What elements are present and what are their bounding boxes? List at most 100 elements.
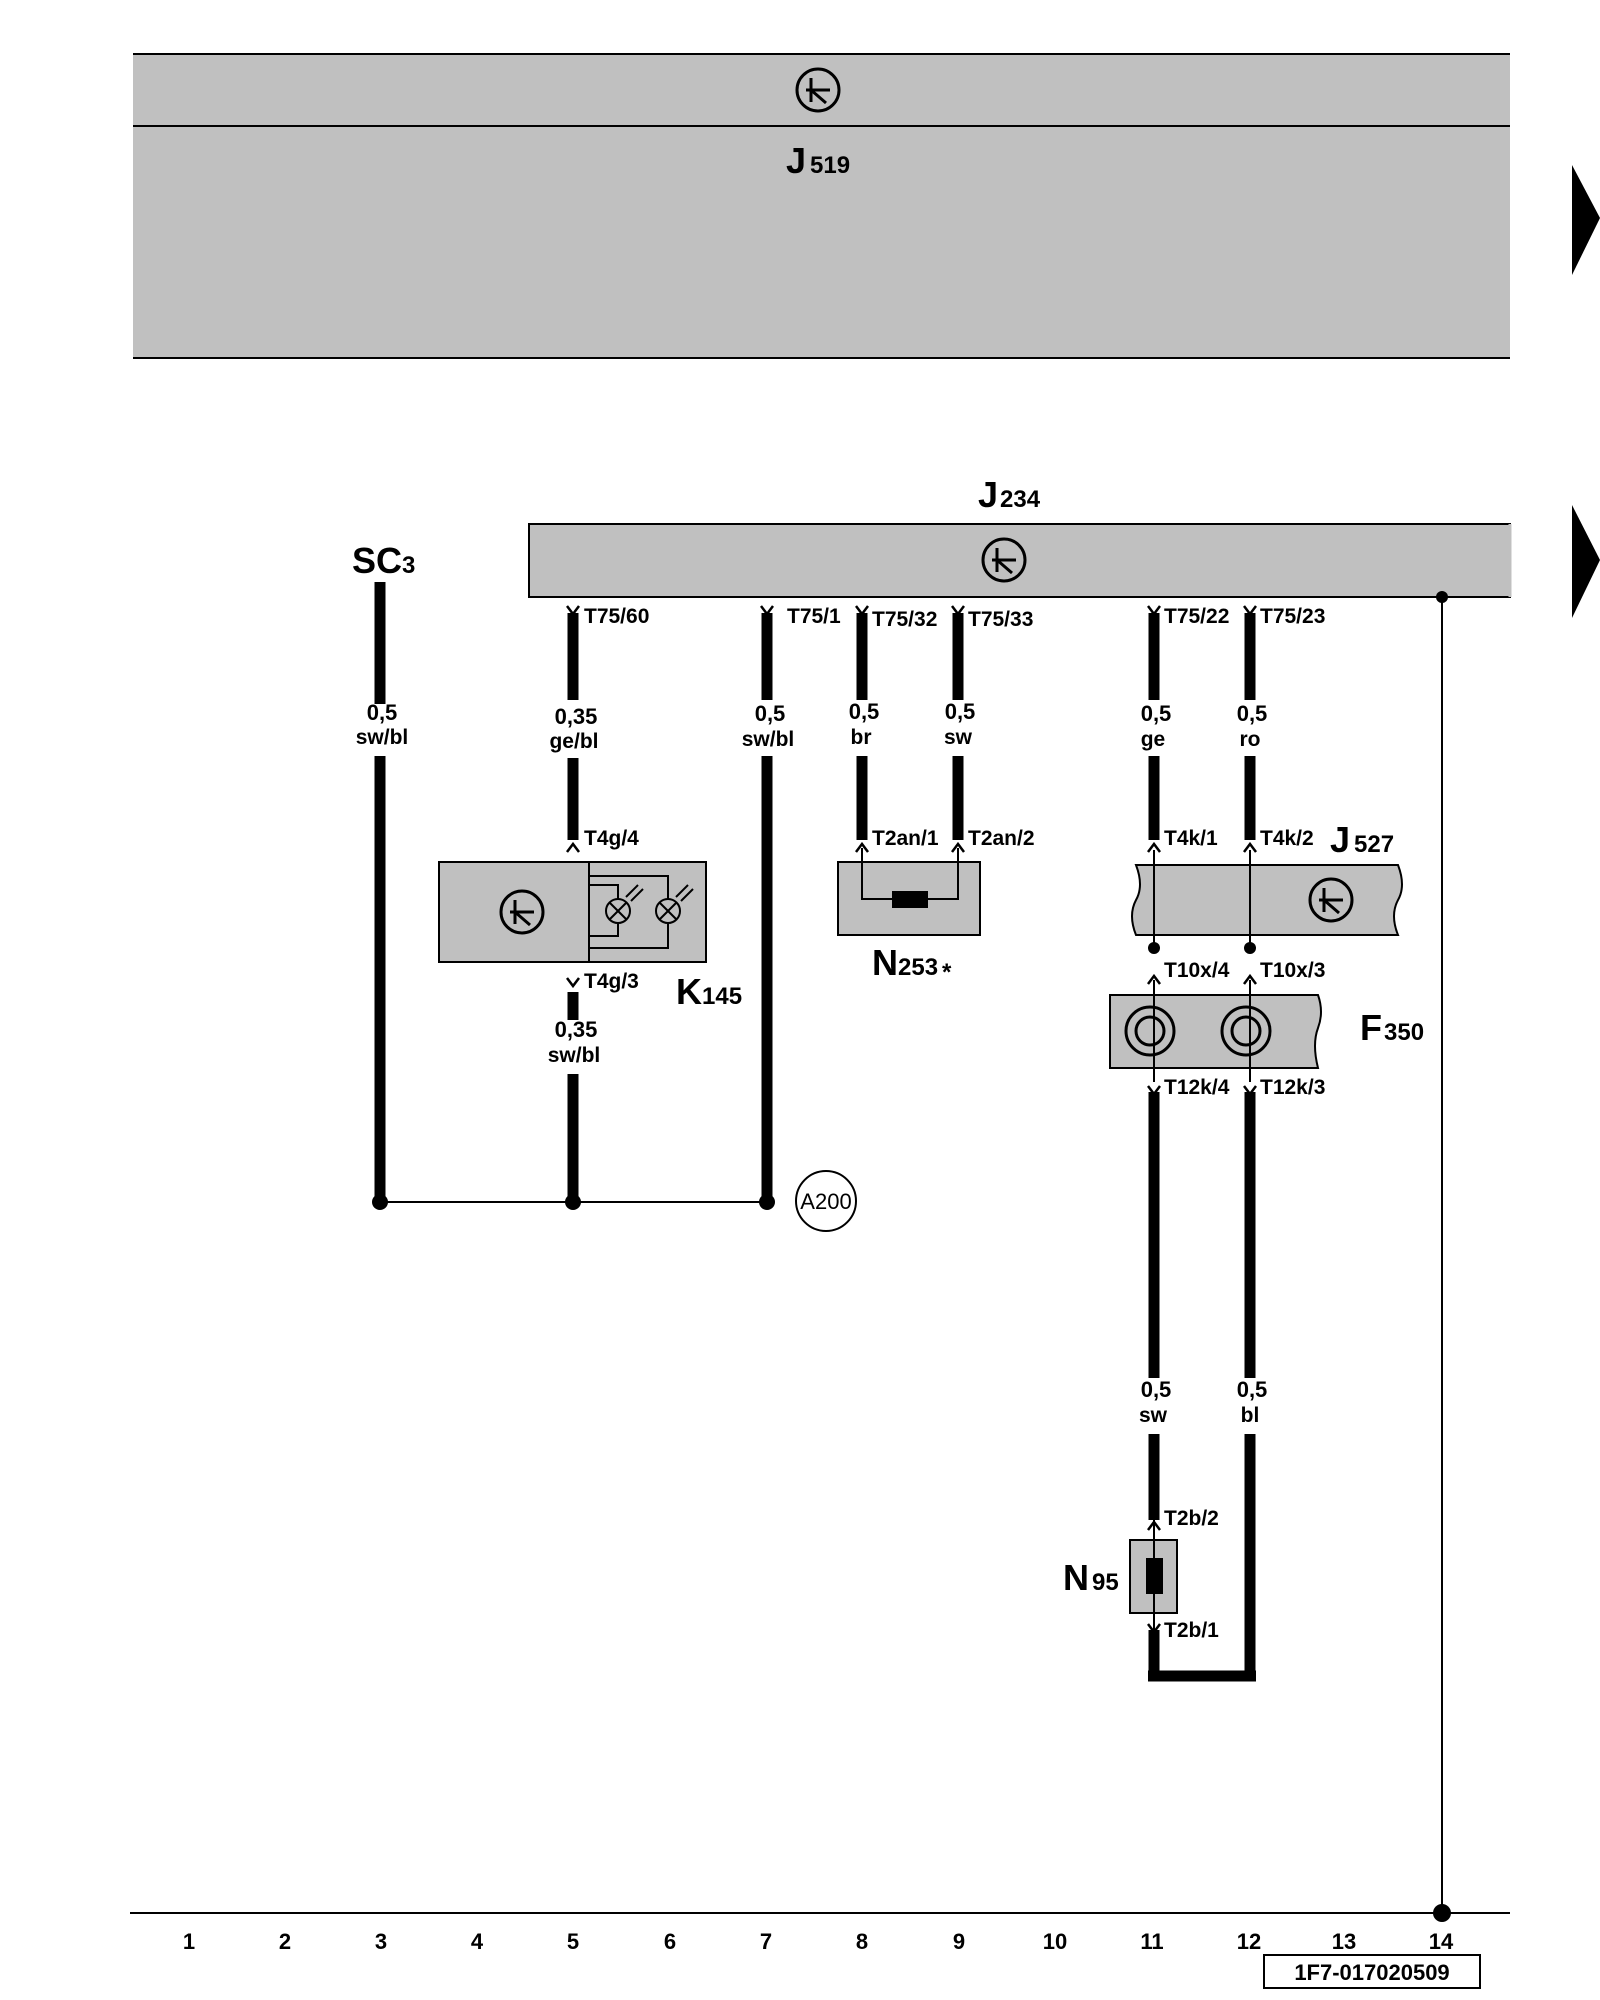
electronic-symbol-icon xyxy=(1308,877,1354,923)
warning-lamp-icon xyxy=(605,884,644,924)
label-j519-number: 519 xyxy=(810,152,850,179)
wire-color: sw/bl xyxy=(548,1044,601,1067)
wire-color: sw xyxy=(1139,1404,1168,1427)
column-number: 13 xyxy=(1332,1929,1356,1954)
label-k145-letter: K xyxy=(676,971,702,1012)
clock-spring-icon xyxy=(1220,1005,1272,1057)
component-n95: N 95 xyxy=(1063,1520,1178,1630)
label-sc3-letter: SC xyxy=(352,540,402,581)
label-j527-number: 527 xyxy=(1354,831,1394,858)
continue-arrow-icon xyxy=(1572,165,1600,275)
pin-t10x-3: T10x/3 xyxy=(1260,959,1325,982)
column-number: 1 xyxy=(183,1929,195,1954)
pin-t10x-4: T10x/4 xyxy=(1164,959,1230,982)
pin-t12k-3: T12k/3 xyxy=(1260,1076,1325,1099)
wire-size: 0,5 xyxy=(1141,1377,1172,1402)
pin-t2b-2: T2b/2 xyxy=(1164,1507,1219,1530)
resistor-icon xyxy=(1146,1558,1163,1594)
pin-t75-23: T75/23 xyxy=(1260,605,1325,628)
label-j519-letter: J xyxy=(786,140,806,181)
column-number: 10 xyxy=(1043,1929,1067,1954)
column-number: 5 xyxy=(567,1929,579,1954)
label-f350-number: 350 xyxy=(1384,1019,1424,1046)
connector-arrows xyxy=(566,605,1257,1635)
warning-lamp-icon xyxy=(655,884,694,924)
component-f350: F 350 xyxy=(1109,980,1424,1082)
wire-size: 0,5 xyxy=(849,699,880,724)
pin-t4k-1: T4k/1 xyxy=(1164,827,1218,850)
label-n95-number: 95 xyxy=(1092,1569,1119,1596)
wire-color: ro xyxy=(1240,728,1261,751)
column-number: 7 xyxy=(760,1929,772,1954)
label-n253-suffix: * xyxy=(942,959,952,986)
wire-size: 0,5 xyxy=(755,701,786,726)
pin-t75-60: T75/60 xyxy=(584,605,649,628)
pin-t4g-4: T4g/4 xyxy=(584,827,639,850)
wire-color: sw/bl xyxy=(356,726,409,749)
wire-size: 0,5 xyxy=(1141,701,1172,726)
pin-t2b-1: T2b/1 xyxy=(1164,1619,1219,1642)
label-j527-letter: J xyxy=(1330,819,1350,860)
electronic-symbol-icon xyxy=(795,67,841,113)
pin-t75-33: T75/33 xyxy=(968,608,1033,631)
pin-t75-32: T75/32 xyxy=(872,608,937,631)
label-n253-letter: N xyxy=(872,942,898,983)
column-number: 4 xyxy=(471,1929,484,1954)
document-id-box: 1F7-017020509 xyxy=(1263,1954,1481,1989)
label-a200: A200 xyxy=(800,1189,851,1214)
wires xyxy=(374,582,1256,1682)
wire-size: 0,5 xyxy=(1237,701,1268,726)
resistor-icon xyxy=(892,891,928,908)
pin-t2an-1: T2an/1 xyxy=(872,827,939,850)
column-number: 2 xyxy=(279,1929,291,1954)
label-sc3-number: 3 xyxy=(402,552,415,579)
wire-size: 0,5 xyxy=(367,700,398,725)
label-j234-letter: J xyxy=(978,474,998,515)
label-k145-number: 145 xyxy=(702,983,742,1010)
label-j234-number: 234 xyxy=(1000,486,1041,513)
ground-lines xyxy=(130,597,1510,1914)
control-unit-j234: J 234 xyxy=(528,474,1512,598)
wire-size: 0,35 xyxy=(555,704,598,729)
pin-t2an-2: T2an/2 xyxy=(968,827,1035,850)
pin-t12k-4: T12k/4 xyxy=(1164,1076,1230,1099)
column-number: 6 xyxy=(664,1929,676,1954)
ground-point-a200: A200 xyxy=(795,1170,857,1232)
column-number: 8 xyxy=(856,1929,868,1954)
wire-color: bl xyxy=(1241,1404,1260,1427)
clock-spring-icon xyxy=(1124,1005,1176,1057)
electronic-symbol-icon xyxy=(499,889,545,935)
column-number: 14 xyxy=(1429,1929,1454,1954)
wire-color: br xyxy=(851,726,872,749)
electronic-symbol-icon xyxy=(981,537,1027,583)
column-number: 9 xyxy=(953,1929,965,1954)
component-j527: J 527 xyxy=(1131,819,1403,954)
pin-t75-1: T75/1 xyxy=(787,605,841,628)
pin-labels: T75/60 T75/1 T75/32 T75/33 T75/22 T75/23… xyxy=(584,605,1325,1642)
column-numbers: 1 2 3 4 5 6 7 8 9 10 11 12 13 14 xyxy=(183,1929,1454,1954)
component-n253: N 253 * xyxy=(837,848,981,986)
component-k145: K 145 xyxy=(438,861,742,1012)
pin-t4k-2: T4k/2 xyxy=(1260,827,1314,850)
wire-size: 0,35 xyxy=(555,1017,598,1042)
wire-color: ge/bl xyxy=(549,730,598,753)
wire-color: ge xyxy=(1141,728,1166,751)
label-n95-letter: N xyxy=(1063,1557,1089,1598)
column-number: 11 xyxy=(1140,1929,1163,1954)
wire-size: 0,5 xyxy=(945,699,976,724)
column-number: 3 xyxy=(375,1929,387,1954)
pin-t4g-3: T4g/3 xyxy=(584,970,639,993)
wire-color: sw xyxy=(944,726,973,749)
wire-color: sw/bl xyxy=(742,728,795,751)
junction-dots xyxy=(372,591,1451,1922)
control-unit-j519: J 519 xyxy=(133,53,1510,359)
wire-size: 0,5 xyxy=(1237,1377,1268,1402)
continue-arrow-icon xyxy=(1572,505,1600,618)
label-f350-letter: F xyxy=(1360,1007,1382,1048)
wire-labels: 0,5 sw/bl 0,35 ge/bl 0,35 sw/bl 0,5 sw/b… xyxy=(356,699,1268,1427)
document-id: 1F7-017020509 xyxy=(1294,1960,1449,1985)
label-n253-number: 253 xyxy=(898,954,938,981)
pin-t75-22: T75/22 xyxy=(1164,605,1229,628)
column-number: 12 xyxy=(1237,1929,1261,1954)
